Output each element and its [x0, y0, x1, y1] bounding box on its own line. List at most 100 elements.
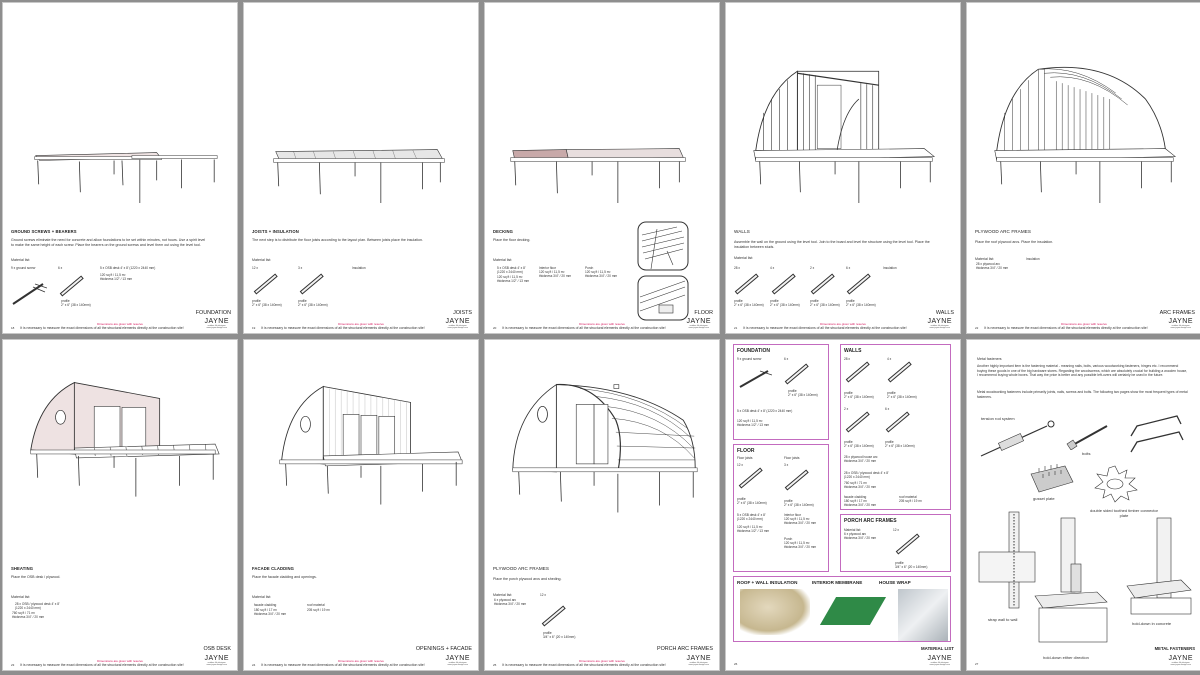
figure-label: hold-down either direction: [1043, 655, 1089, 660]
beam-icon: [59, 275, 84, 297]
material-list-label: Material list:: [734, 256, 754, 260]
page-foundation[interactable]: GROUND SCREWS + BEARERS Ground screws el…: [2, 2, 238, 334]
paragraph: Another highly important item is the fas…: [977, 364, 1188, 378]
paragraph: Metal woodworking fasteners include prim…: [977, 390, 1188, 399]
page-openings-facade[interactable]: FACADE CLADDING Place the facade claddin…: [243, 339, 479, 671]
walls-frame-illustration: [753, 70, 936, 203]
disclaimer: Dimensions are given with reserve: [579, 659, 625, 663]
figure-label: gusset plate: [1033, 496, 1055, 501]
material-note: 120 sq ft / 11,5 m² thickness 1/2" / 13 …: [497, 275, 530, 284]
page-title: JOISTS + INSULATION: [252, 229, 299, 234]
page-joists[interactable]: JOISTS + INSULATION The next step is to …: [243, 2, 479, 334]
beam-icon: [845, 361, 870, 383]
beam-icon: [541, 605, 566, 627]
material-profile: profile 2" x 6" (38 x 140mm): [61, 299, 91, 308]
page-title: PLYWOOD ARC FRAMES: [975, 229, 1032, 234]
figure-label: hold-down in concrete: [1132, 621, 1172, 626]
figure-label: double sided toothed timber connector pl…: [1089, 508, 1159, 518]
disclaimer: Dimensions are given with reserve: [338, 322, 384, 326]
material-qty: 28 x plywood arc thickness 3/4" / 20 mm: [976, 262, 1009, 271]
material-list-label: Material list:: [11, 595, 31, 599]
page-description: The next step is to distribute the floor…: [252, 238, 423, 242]
page-title: PLYWOOD ARC FRAMES: [493, 566, 550, 571]
beam-icon: [738, 467, 763, 489]
page-description: Ground screws eliminate the need for con…: [11, 238, 206, 247]
material-qty: 5 x OSB desk 4' x 8' (1220 x 2440 mm): [100, 266, 156, 270]
page-metal-fasteners[interactable]: Metal fasteners Another highly important…: [966, 339, 1200, 671]
material-qty: 28 x: [734, 266, 741, 270]
porch-arc-frames-box: PORCH ARC FRAMES Material list: 6 x plyw…: [840, 514, 951, 572]
page-description: Place the porch plywood arcs and sheding…: [493, 577, 562, 581]
section-label: OPENINGS + FACADE: [415, 646, 472, 652]
ground-screw-icon: [12, 283, 47, 305]
beam-icon: [845, 411, 870, 433]
page-title: WALLS: [734, 229, 750, 234]
beam-icon: [734, 273, 759, 295]
material-profile: profile 2" x 6" (38 x 140mm): [846, 299, 876, 308]
page-walls[interactable]: WALLS Assemble the wall on the ground us…: [725, 2, 961, 334]
arc-frames-illustration: [994, 66, 1177, 203]
beam-icon: [784, 469, 809, 491]
page-description: Assemble the wall on the ground using th…: [734, 240, 930, 249]
page-osb-desk[interactable]: SHEATING Place the OSB desk / plywood. M…: [2, 339, 238, 671]
house-wrap-photo: [898, 589, 948, 641]
floor-box: FLOOR Floor joists Floor joists 12 x 3 x…: [733, 444, 829, 572]
material-qty: Insulation: [1026, 257, 1040, 261]
material-list-label: Material list:: [493, 258, 513, 262]
material-profile: profile 2" x 6" (38 x 140mm): [770, 299, 800, 308]
beam-icon: [887, 361, 912, 383]
material-note: 180 sq ft / 17 m² thickness 3/4" / 20 mm: [254, 608, 287, 617]
material-profile: profile 2" x 6" (38 x 140mm): [810, 299, 840, 308]
material-qty: Porch 120 sq ft / 11,5 m² thickness 3/4"…: [585, 266, 618, 279]
material-profile: profile 3/4" x 6" (20 x 140mm): [543, 631, 576, 640]
material-qty: 5 x OSB desk 4' x 8' (1220 x 2440 mm): [497, 266, 526, 275]
toothed-plate-icon: [1094, 465, 1138, 503]
foundation-box: FOUNDATION 9 x ground screw 6 x profile …: [733, 344, 829, 440]
material-list-label: Material list:: [252, 258, 272, 262]
page-arc-frames[interactable]: PLYWOOD ARC FRAMES Place the roof plywoo…: [966, 2, 1200, 334]
material-list-label: Material list:: [975, 257, 995, 261]
page-floor[interactable]: DECKING Place the floor decking. Materia…: [484, 2, 720, 334]
floor-illustration: [510, 148, 686, 203]
material-profile: profile 2" x 6" (38 x 140mm): [734, 299, 764, 308]
beam-icon: [784, 363, 809, 385]
section-label: PORCH ARC FRAMES: [656, 646, 713, 652]
disclaimer: Dimensions are given with reserve: [820, 322, 866, 326]
beam-icon: [299, 273, 324, 295]
section-label: ARC FRAMES: [1159, 310, 1195, 316]
disclaimer: Dimensions are given with reserve: [579, 322, 625, 326]
page-title: GROUND SCREWS + BEARERS: [11, 229, 77, 234]
page-description: Place the roof plywood arcs. Place the i…: [975, 240, 1054, 244]
page-material-list[interactable]: FOUNDATION 9 x ground screw 6 x profile …: [725, 339, 961, 671]
material-list-label: Material list:: [252, 595, 272, 599]
section-label: FLOOR: [694, 310, 713, 316]
page-description: Place the OSB desk / plywood.: [11, 575, 61, 579]
disclaimer: Dimensions are given with reserve: [1061, 322, 1107, 326]
insulation-box: ROOF + WALL INSULATION INTERIOR MEMBRANE…: [733, 576, 951, 642]
beam-icon: [885, 411, 910, 433]
decking-detail-illustration: [637, 221, 689, 271]
material-qty: Interior floor 120 sq ft / 11,5 m² thick…: [539, 266, 572, 279]
tension-rod-icon: [980, 420, 1055, 457]
section-label: MATERIAL LIST: [920, 646, 954, 651]
figure-label: bolts: [1082, 451, 1091, 456]
section-label: JOISTS: [453, 310, 472, 316]
disclaimer: Dimensions are given with reserve: [97, 659, 143, 663]
joist-detail-illustration: [637, 275, 689, 321]
material-list-label: Material list:: [493, 593, 513, 597]
material-note: 760 sq ft / 71 m² thickness 3/4" / 20 mm: [12, 611, 45, 620]
ground-screw-icon: [739, 370, 772, 388]
material-qty: 6 x: [58, 266, 63, 270]
sheathing-illustration: [30, 381, 220, 497]
page-porch-arc-frames[interactable]: PLYWOOD ARC FRAMES Place the porch plywo…: [484, 339, 720, 671]
material-list-label: Material list:: [11, 258, 31, 262]
page-title: DECKING: [493, 229, 514, 234]
beam-icon: [253, 273, 278, 295]
